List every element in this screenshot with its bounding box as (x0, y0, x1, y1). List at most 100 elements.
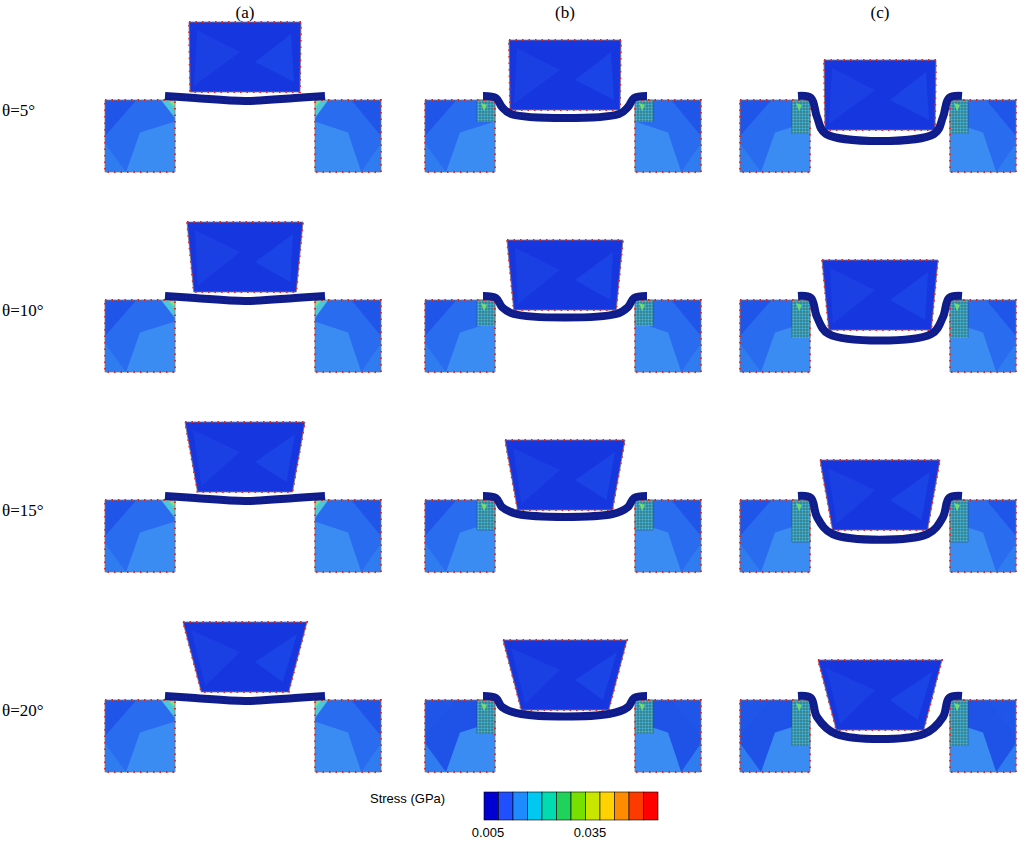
mesh-line (477, 321, 495, 322)
mesh-line (953, 300, 954, 338)
mesh-line (792, 542, 810, 543)
die-body (635, 700, 701, 772)
die-body (740, 700, 810, 772)
die-body (950, 700, 1016, 772)
mesh-line (477, 527, 495, 528)
mesh-line (792, 321, 810, 322)
boundary-nodes (820, 460, 940, 530)
mesh-line (653, 300, 654, 326)
stress-region (361, 343, 381, 372)
mesh-line (635, 733, 653, 734)
mesh-line (792, 518, 810, 519)
mesh-line (950, 503, 968, 504)
die-body (105, 100, 175, 172)
mesh-zone (950, 500, 968, 542)
boundary-nodes (635, 700, 701, 772)
mesh-zone (635, 500, 653, 530)
stress-region (425, 500, 457, 536)
mesh-line (644, 300, 645, 326)
outline (105, 300, 175, 372)
mesh-line (635, 103, 653, 104)
stress-region (681, 743, 701, 772)
mesh-line (792, 330, 810, 331)
mesh-line (477, 521, 495, 522)
mesh-line (635, 109, 653, 110)
fem-panel (425, 440, 701, 572)
sheet (165, 96, 325, 101)
punch-body (509, 40, 621, 110)
mesh-line (950, 727, 968, 728)
mesh-line (650, 100, 651, 122)
mesh-line (950, 524, 968, 525)
outline (425, 500, 495, 572)
mesh-line (950, 521, 968, 522)
boundary-nodes (315, 500, 381, 572)
stress-region (425, 100, 457, 136)
mesh-line (477, 721, 495, 722)
mesh-line (792, 121, 810, 122)
mesh-line (480, 700, 481, 734)
boundary-nodes (740, 700, 810, 772)
die-body (105, 700, 175, 772)
stress-region (105, 100, 137, 136)
stress-region (740, 100, 772, 136)
mesh-line (477, 518, 495, 519)
boundary-nodes (315, 300, 381, 372)
outline (635, 300, 701, 372)
outline (503, 640, 627, 710)
mesh-line (950, 309, 968, 310)
boundary-nodes (105, 700, 175, 772)
stress-region (315, 300, 328, 318)
stress-region (796, 303, 802, 311)
mesh-line (635, 112, 653, 113)
mesh-line (477, 709, 495, 710)
mesh-line (792, 703, 810, 704)
sheet (483, 96, 647, 118)
stress-region (575, 452, 615, 500)
mesh-line (635, 530, 653, 531)
stress-region (828, 468, 875, 524)
mesh-line (635, 712, 653, 713)
mesh-line (950, 718, 968, 719)
column-label: (a) (236, 4, 255, 21)
mesh-line (968, 300, 969, 338)
stress-region (105, 543, 126, 572)
die-body (315, 500, 381, 572)
mesh-line (950, 303, 968, 304)
stress-region (194, 30, 240, 86)
die-body (105, 300, 175, 372)
mesh-line (953, 100, 954, 134)
stress-region (168, 300, 175, 308)
row-label: θ=20° (2, 702, 44, 719)
boundary-nodes (740, 300, 810, 372)
stress-region (681, 343, 701, 372)
mesh-line (804, 100, 805, 134)
mesh-line (477, 312, 495, 313)
mesh-line (807, 100, 808, 134)
stress-region (315, 500, 328, 518)
stress-region (830, 268, 875, 324)
mesh-line (950, 318, 968, 319)
stress-region (575, 52, 614, 100)
mesh-line (650, 300, 651, 326)
boundary-nodes (509, 40, 621, 110)
boundary-nodes (189, 22, 301, 92)
mesh-line (950, 112, 968, 113)
mesh-line (792, 721, 810, 722)
mesh-line (486, 100, 487, 122)
mesh-line (635, 503, 653, 504)
boundary-nodes (824, 60, 936, 130)
sheet-mesh (798, 296, 962, 341)
mesh-line (480, 300, 481, 326)
mesh-line (792, 509, 810, 510)
stress-region (315, 722, 361, 772)
mesh-line (950, 124, 968, 125)
mesh-line (792, 533, 810, 534)
mesh-line (635, 718, 653, 719)
die-body (315, 300, 381, 372)
stress-region (639, 103, 645, 111)
mesh-line (795, 100, 796, 134)
mesh-line (792, 745, 810, 746)
colorbar-segment (557, 792, 572, 820)
stress-region (796, 703, 802, 711)
